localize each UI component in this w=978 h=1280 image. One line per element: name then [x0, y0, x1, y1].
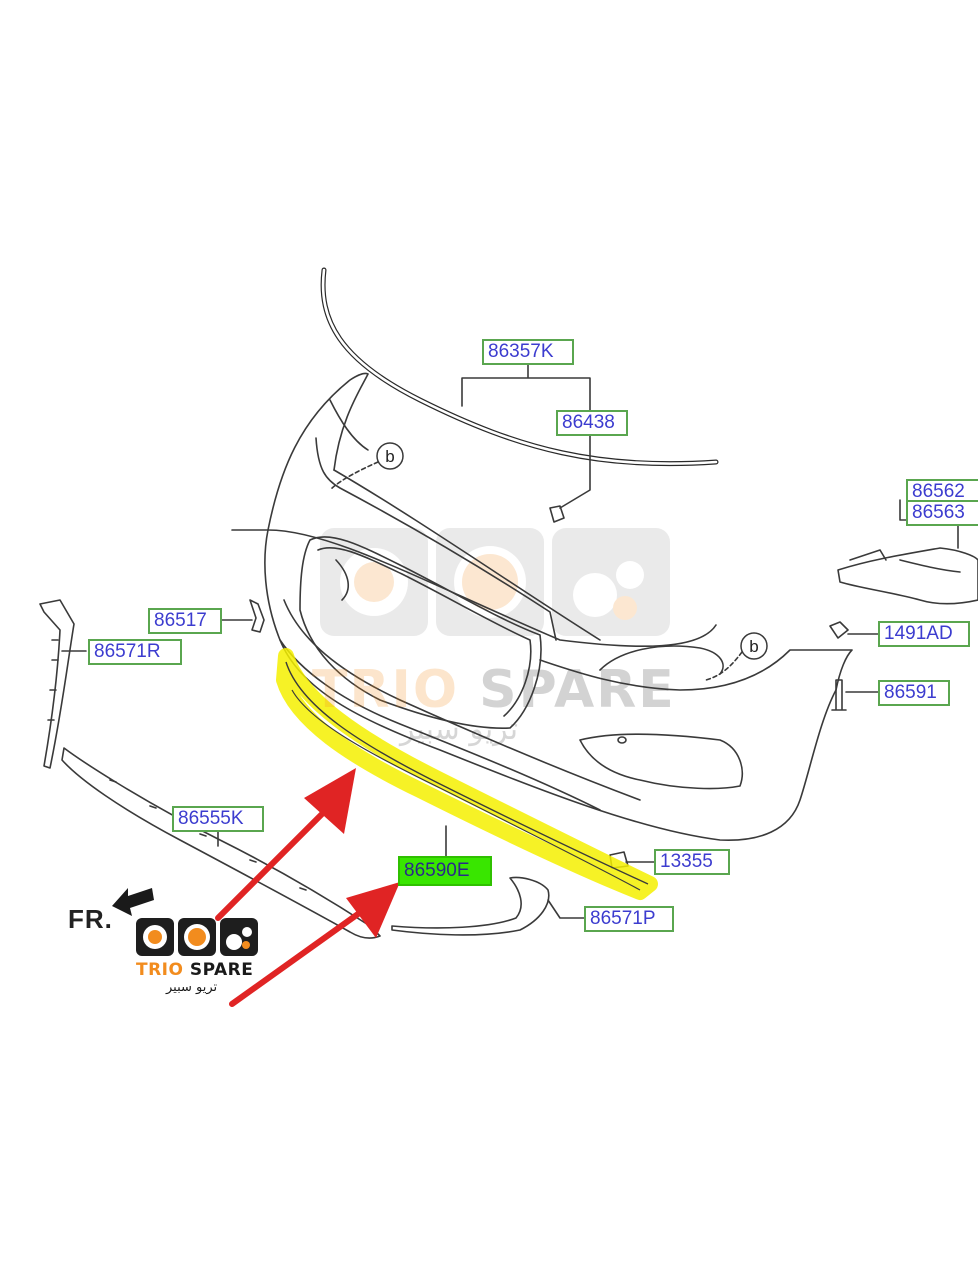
watermark-engine-icon: [552, 528, 670, 636]
brand-arabic-name: تريو سبير: [166, 980, 218, 995]
part-label-86438[interactable]: 86438: [556, 410, 628, 436]
part-label-13355[interactable]: 13355: [654, 849, 730, 875]
svg-text:b: b: [385, 447, 394, 466]
red-arrow-upper: [215, 768, 356, 921]
highlighted-part-86590E: [276, 648, 658, 900]
grille-opening: [299, 536, 542, 729]
clip-86438: [549, 505, 565, 523]
part-label-86590E[interactable]: 86590E: [398, 856, 492, 886]
callout-b-2: b: [740, 632, 768, 660]
hood-outline: [320, 267, 719, 467]
fastener-clip: [249, 599, 265, 633]
part-label-1491AD[interactable]: 1491AD: [878, 621, 970, 647]
side-bracket: [837, 547, 978, 605]
watermark-speaker-icon: [320, 528, 428, 636]
clip-1491AD: [829, 621, 849, 639]
brand-logo-icons: [136, 918, 258, 956]
part-label-86563[interactable]: 86563: [906, 500, 978, 526]
bumper-body: [264, 529, 853, 841]
watermark-arabic-name: تريو سبير: [400, 712, 519, 747]
part-label-86517[interactable]: 86517: [148, 608, 222, 634]
watermark-logo-icons: [320, 528, 670, 636]
bolt-86591: [831, 679, 847, 711]
lower-right-moulding: [391, 876, 550, 936]
svg-text:b: b: [749, 637, 758, 656]
left-moulding-strip: [39, 599, 75, 769]
part-label-86357K[interactable]: 86357K: [482, 339, 574, 365]
front-direction-label: FR.: [68, 904, 113, 934]
part-label-86591[interactable]: 86591: [878, 680, 950, 706]
part-label-86571R[interactable]: 86571R: [88, 639, 182, 665]
brand-name: TRIO SPARE: [136, 960, 254, 980]
watermark-gauge-icon: [436, 528, 544, 636]
callout-b-1: b: [376, 442, 404, 470]
fog-lamp-outline: [579, 733, 744, 790]
part-label-86571P[interactable]: 86571P: [584, 906, 674, 932]
red-arrow-lower: [229, 882, 400, 1007]
fr-direction-arrow: [112, 888, 154, 916]
part-label-86555K[interactable]: 86555K: [172, 806, 264, 832]
watermark-brand-name: TRIO SPARE: [312, 660, 676, 720]
bumper-top-edge: [267, 372, 369, 531]
